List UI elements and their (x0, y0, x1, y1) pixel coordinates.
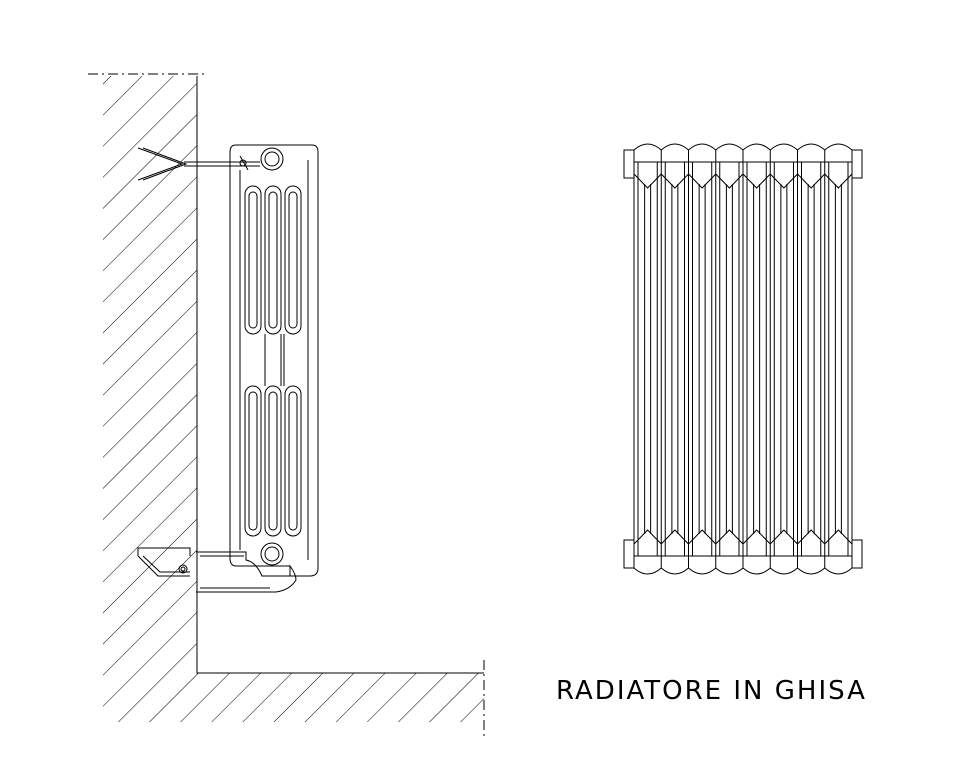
wall-section (88, 73, 485, 740)
bracket-bolt-icon (178, 564, 188, 574)
top-wall-clamp (137, 147, 260, 181)
bottom-connection-icon (260, 542, 284, 566)
wall-face-line (196, 76, 484, 674)
top-connection-icon (260, 147, 284, 171)
radiator-front-view (623, 143, 863, 575)
radiator-side-view (229, 144, 319, 577)
bottom-bracket (137, 547, 297, 593)
drawing-caption: RADIATORE IN GHISA (556, 676, 867, 706)
